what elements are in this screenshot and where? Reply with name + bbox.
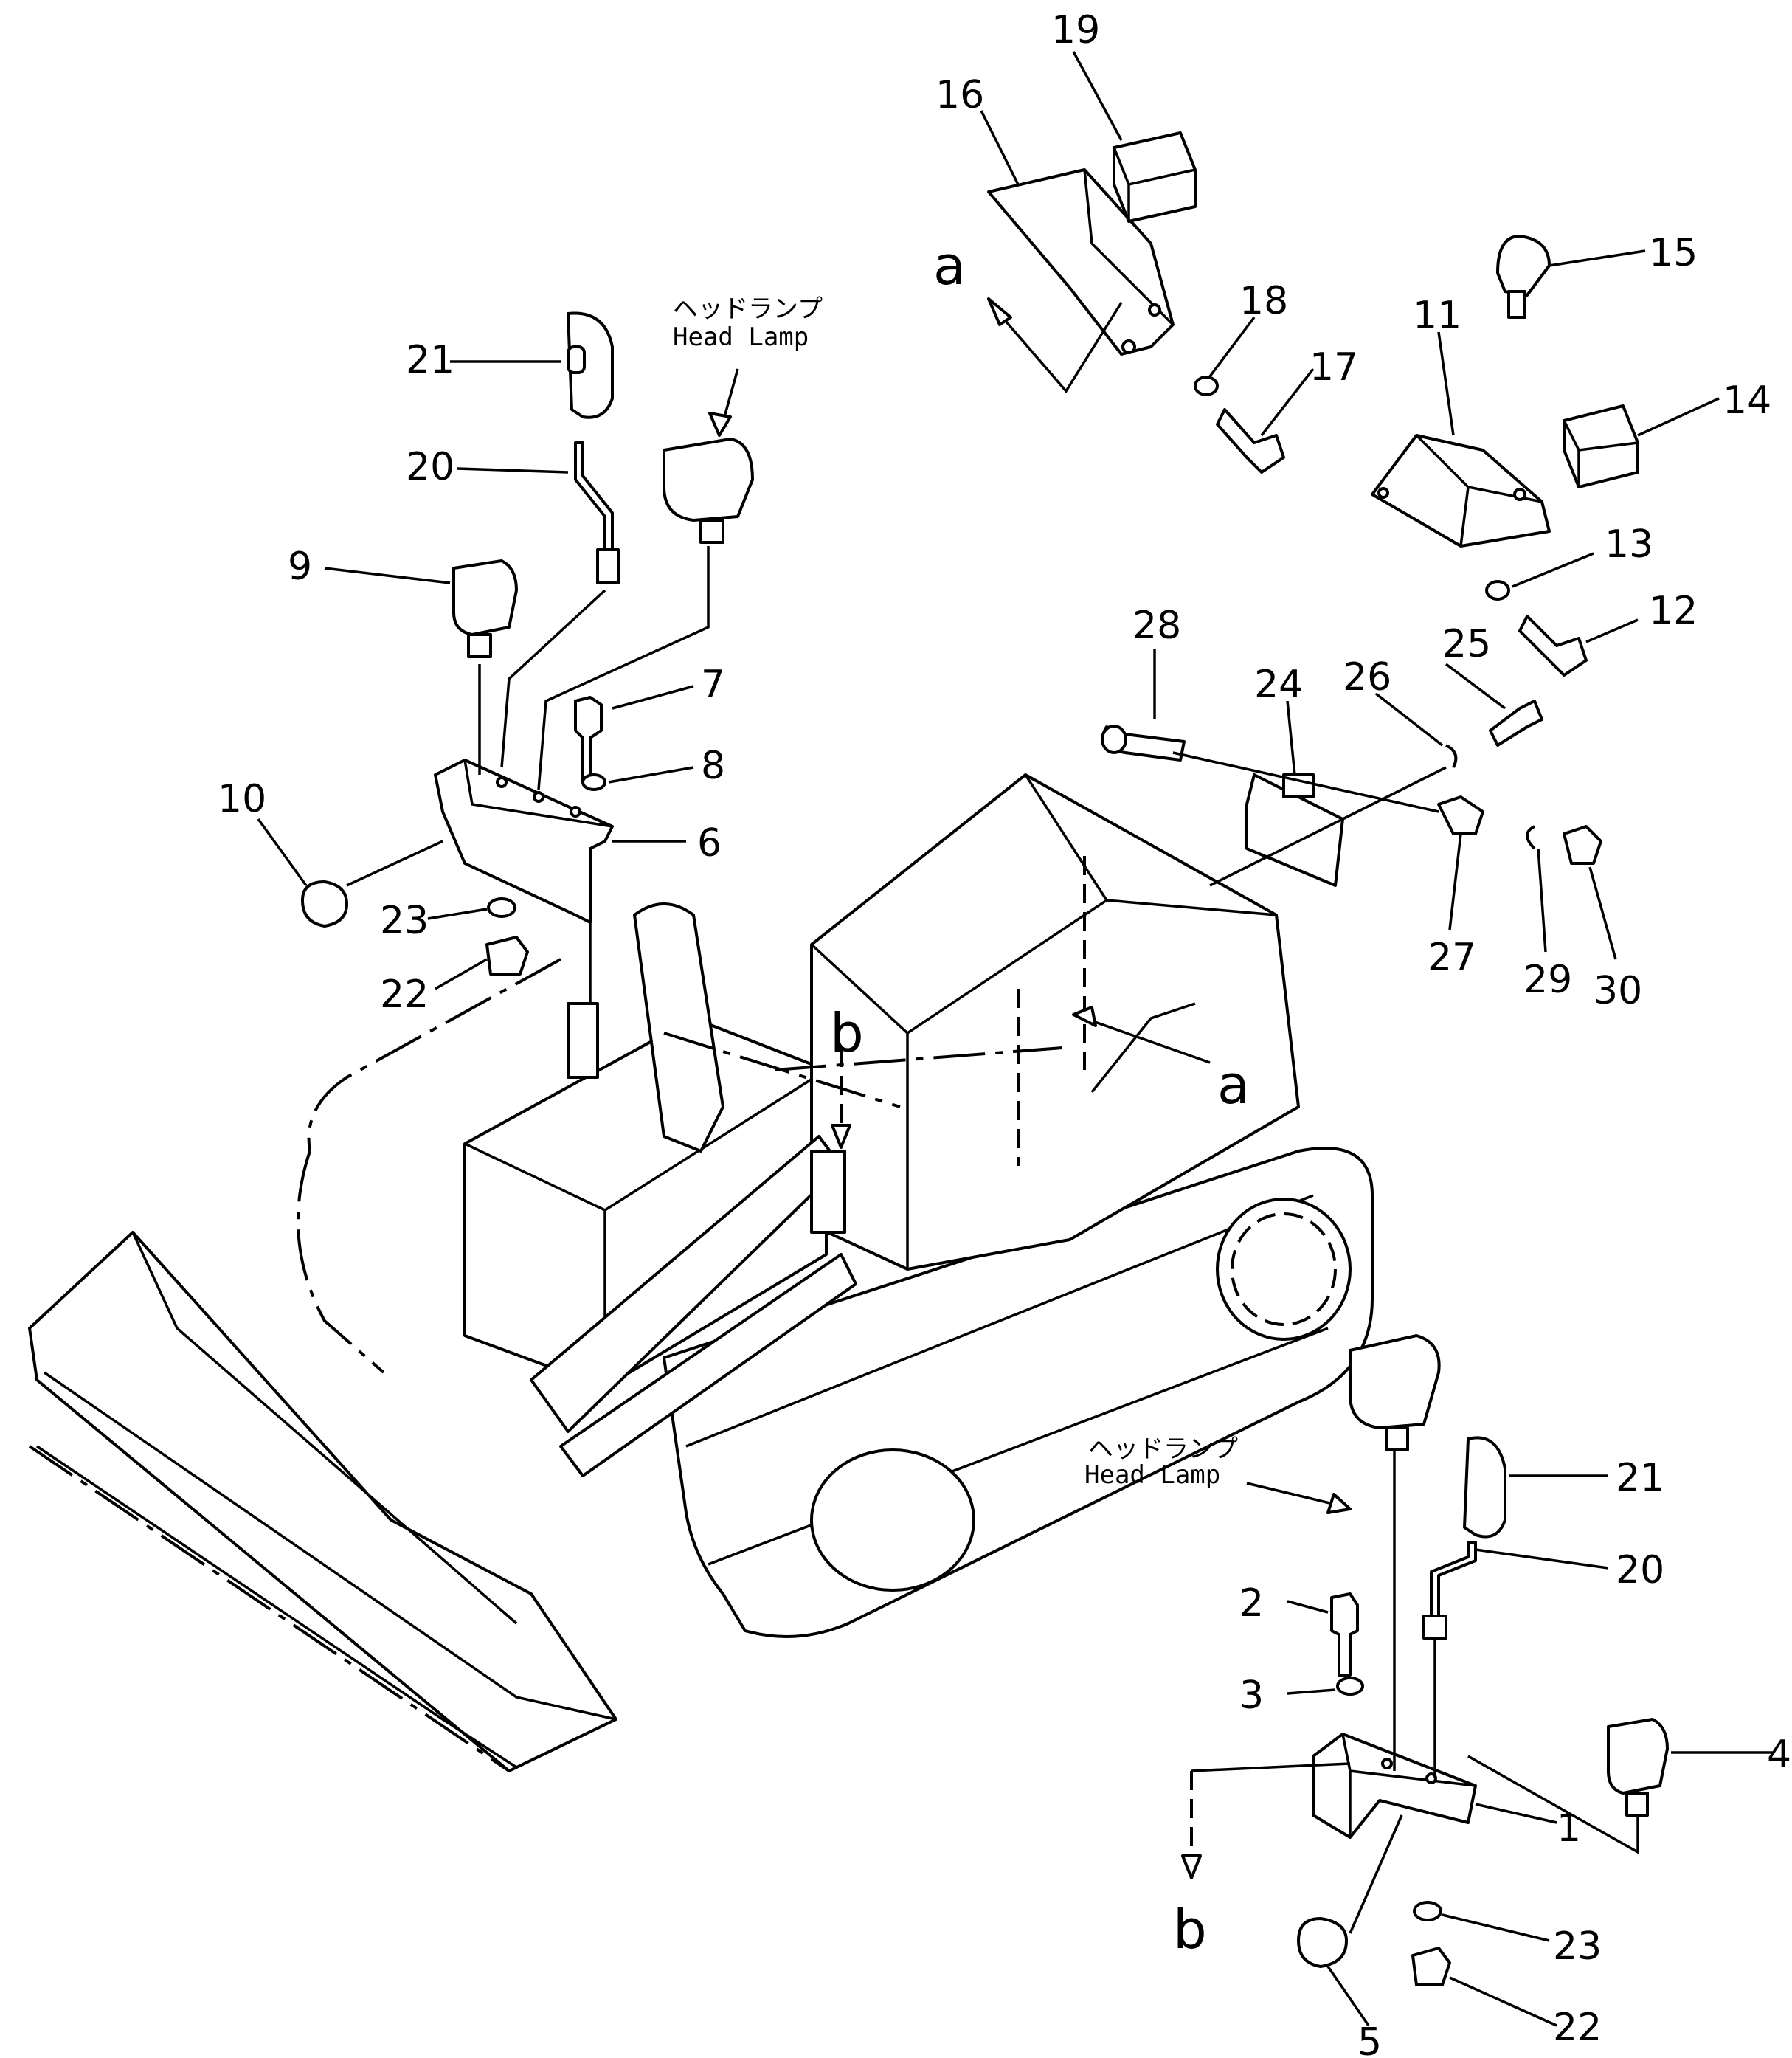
head-lamp-caption-en-bottom: Head Lamp: [1084, 1460, 1220, 1490]
callout-5: 5: [1357, 2020, 1382, 2058]
washer-29: [1526, 825, 1536, 850]
callout-2: 2: [1239, 1581, 1264, 1626]
lamp-10: [301, 880, 348, 928]
lift-cylinder: [559, 1253, 857, 1477]
callout-4: 4: [1767, 1733, 1791, 1777]
callout-8: 8: [701, 744, 725, 788]
callout-15: 15: [1649, 231, 1698, 275]
bolt-2: [1330, 1592, 1359, 1677]
callout-21-right: 21: [1616, 1456, 1664, 1500]
callout-23-left: 23: [380, 899, 429, 943]
bolt-12: [1518, 615, 1588, 677]
head-lamp-right: [1349, 1334, 1441, 1429]
callout-13: 13: [1605, 522, 1653, 567]
callout-30: 30: [1594, 969, 1642, 1013]
callout-10: 10: [218, 777, 266, 821]
wire-20-right: [1430, 1541, 1477, 1617]
wire-20-left: [574, 441, 614, 551]
work-lamp-bracket-11: [1371, 434, 1551, 548]
callout-26: 26: [1343, 655, 1391, 700]
callout-12: 12: [1649, 589, 1698, 633]
washer-3: [1336, 1677, 1364, 1696]
callout-20-right: 20: [1616, 1548, 1664, 1592]
head-lamp-caption-en-top: Head Lamp: [673, 322, 809, 352]
callout-17: 17: [1310, 345, 1358, 390]
bolt-25: [1489, 700, 1543, 747]
callout-28: 28: [1132, 604, 1181, 648]
view-marker-b-bottom: b: [1173, 1899, 1207, 1961]
callout-24: 24: [1254, 663, 1303, 707]
bucket: [28, 1231, 617, 1772]
washer-23-left: [487, 897, 516, 918]
callout-22-left: 22: [380, 973, 429, 1017]
washer-26: [1445, 744, 1458, 768]
callout-11: 11: [1413, 294, 1461, 338]
bracket-left-mount: [567, 1002, 599, 1079]
lamp-4: [1607, 1718, 1669, 1795]
washer-18: [1194, 376, 1219, 396]
idler-wheel: [810, 1448, 975, 1592]
leader-lines: [257, 51, 1774, 2027]
callout-22-right: 22: [1553, 2006, 1602, 2050]
callout-25: 25: [1442, 622, 1491, 666]
lamp-21-left: [567, 311, 614, 419]
head-lamp-captions: ヘッドランプ Head Lamp ヘッドランプ Head Lamp: [673, 294, 1238, 1490]
washer-13: [1485, 580, 1510, 601]
head-lamp-caption-jp-top: ヘッドランプ: [673, 294, 823, 324]
callout-9: 9: [288, 545, 312, 589]
callout-19: 19: [1051, 8, 1100, 52]
bolt-7: [574, 696, 603, 784]
callout-23-right: 23: [1553, 1924, 1602, 1969]
bracket-1: [1312, 1733, 1477, 1839]
nut-22-right: [1411, 1947, 1451, 1986]
bracket-right-mount: [810, 1150, 846, 1234]
callout-3: 3: [1239, 1674, 1264, 1718]
callout-29: 29: [1523, 958, 1572, 1002]
washer-23-right: [1413, 1901, 1442, 1921]
callout-6: 6: [697, 821, 722, 866]
head-lamp-left: [663, 438, 754, 522]
callout-14: 14: [1723, 379, 1771, 423]
lamp-15-base: [1507, 290, 1526, 319]
cushion-19: [1113, 131, 1197, 223]
lamp-21-right: [1463, 1436, 1506, 1539]
lamp-15: [1496, 235, 1551, 297]
lamp-9: [452, 559, 518, 636]
bolt-17: [1216, 408, 1285, 474]
plate-24: [1245, 773, 1344, 887]
nut-22-left: [485, 936, 529, 976]
lamp-5: [1297, 1917, 1348, 1968]
nut-30: [1563, 825, 1602, 865]
machine-body: [28, 773, 1374, 1772]
view-marker-a-body: a: [1217, 1054, 1250, 1116]
callout-labels: 19 16 15 18 11 17 14 13 12 28 25 24 26 2…: [218, 8, 1791, 2058]
washer-8: [581, 773, 606, 791]
callout-1: 1: [1557, 1806, 1581, 1851]
callout-7: 7: [701, 663, 725, 707]
callout-18: 18: [1239, 279, 1288, 323]
callout-27: 27: [1428, 936, 1476, 980]
view-markers: a a b b: [830, 235, 1250, 1961]
head-lamp-caption-jp-bottom: ヘッドランプ: [1088, 1434, 1238, 1464]
sprocket-wheel: [1216, 1198, 1352, 1341]
bracket-27: [1437, 795, 1484, 835]
view-marker-b-body: b: [830, 1002, 864, 1064]
callout-21-left: 21: [406, 338, 454, 382]
callout-20-left: 20: [406, 445, 454, 489]
callout-16: 16: [935, 73, 984, 117]
lift-arm-left: [633, 902, 724, 1153]
view-marker-a-top: a: [933, 235, 966, 297]
